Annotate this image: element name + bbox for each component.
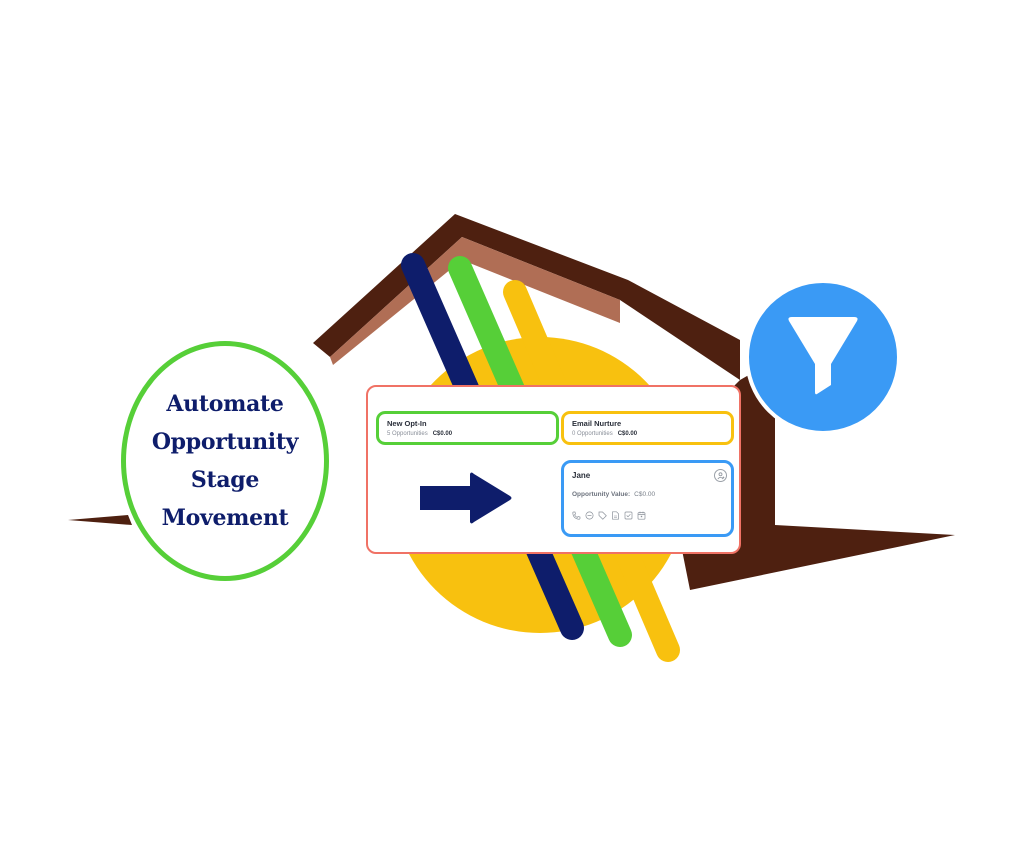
opportunity-name: Jane xyxy=(572,471,591,480)
funnel-icon xyxy=(788,317,858,395)
user-add-button[interactable] xyxy=(714,469,727,482)
arrow-right-icon xyxy=(420,472,512,524)
user-add-icon xyxy=(716,471,724,479)
opportunity-value: Opportunity Value:C$0.00 xyxy=(572,491,723,498)
stage-new-opt-in[interactable]: New Opt-In 5 Opportunities C$0.00 xyxy=(376,411,559,445)
stage-amount: C$0.00 xyxy=(432,431,453,437)
ground-spike-left xyxy=(68,515,132,525)
card-action-icons xyxy=(572,507,723,520)
stage-meta: 5 Opportunities C$0.00 xyxy=(387,429,548,439)
calendar-icon[interactable] xyxy=(637,507,646,520)
phone-icon[interactable] xyxy=(572,507,581,520)
stage-count: 0 Opportunities xyxy=(572,431,613,437)
house-wall xyxy=(680,360,955,590)
chat-icon[interactable] xyxy=(585,507,594,520)
roof-light xyxy=(330,237,620,365)
stage-email-nurture[interactable]: Email Nurture 0 Opportunities C$0.00 xyxy=(561,411,734,445)
opportunity-value-amount: C$0.00 xyxy=(634,491,656,498)
funnel-badge xyxy=(745,279,901,435)
title-line-2: Opportunity xyxy=(151,429,299,455)
title-line-4: Movement xyxy=(161,505,289,531)
document-icon[interactable] xyxy=(611,507,620,520)
title-line-1: Automate xyxy=(166,391,284,417)
stage-name: New Opt-In xyxy=(387,419,427,428)
title-line-3: Stage xyxy=(190,467,260,493)
opportunity-card[interactable]: Jane Opportunity Value:C$0.00 xyxy=(561,460,734,537)
title-badge: Automate Opportunity Stage Movement xyxy=(121,341,329,581)
stage-name: Email Nurture xyxy=(572,419,622,428)
checkbox-icon[interactable] xyxy=(624,507,633,520)
stage-meta: 0 Opportunities C$0.00 xyxy=(572,429,723,439)
tag-icon[interactable] xyxy=(598,507,607,520)
stage-count: 5 Opportunities xyxy=(387,431,428,437)
opportunity-value-label: Opportunity Value: xyxy=(572,491,631,498)
stage-amount: C$0.00 xyxy=(617,431,638,437)
